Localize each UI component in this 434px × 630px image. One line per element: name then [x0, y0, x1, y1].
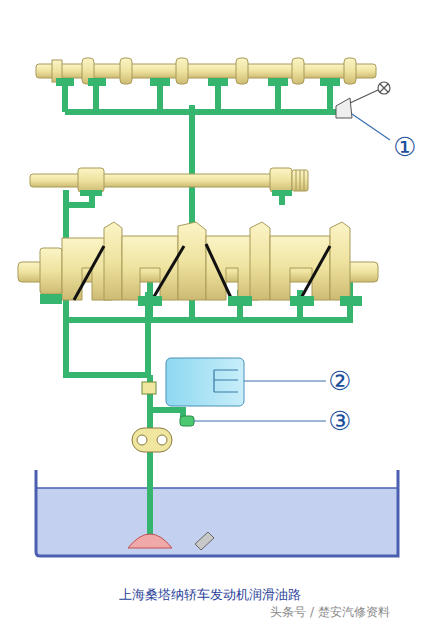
relief-valve — [180, 416, 326, 426]
oil-pickup — [128, 534, 172, 548]
caption: 上海桑塔纳轿车发动机润滑油路 — [117, 588, 303, 602]
oil-filter — [142, 358, 326, 406]
oil-pump — [132, 428, 172, 452]
oil-pan — [36, 470, 398, 556]
callout-number: ③ — [326, 407, 353, 436]
callout-number: ② — [326, 367, 353, 396]
camshaft — [36, 58, 376, 86]
callout-number: ① — [391, 133, 418, 162]
crankshaft — [18, 222, 378, 306]
pressure-switch — [336, 82, 390, 140]
watermark: 头条号 / 楚安汽修资料 — [268, 606, 392, 619]
intermediate-shaft — [30, 168, 308, 196]
oil-lines — [65, 82, 350, 535]
